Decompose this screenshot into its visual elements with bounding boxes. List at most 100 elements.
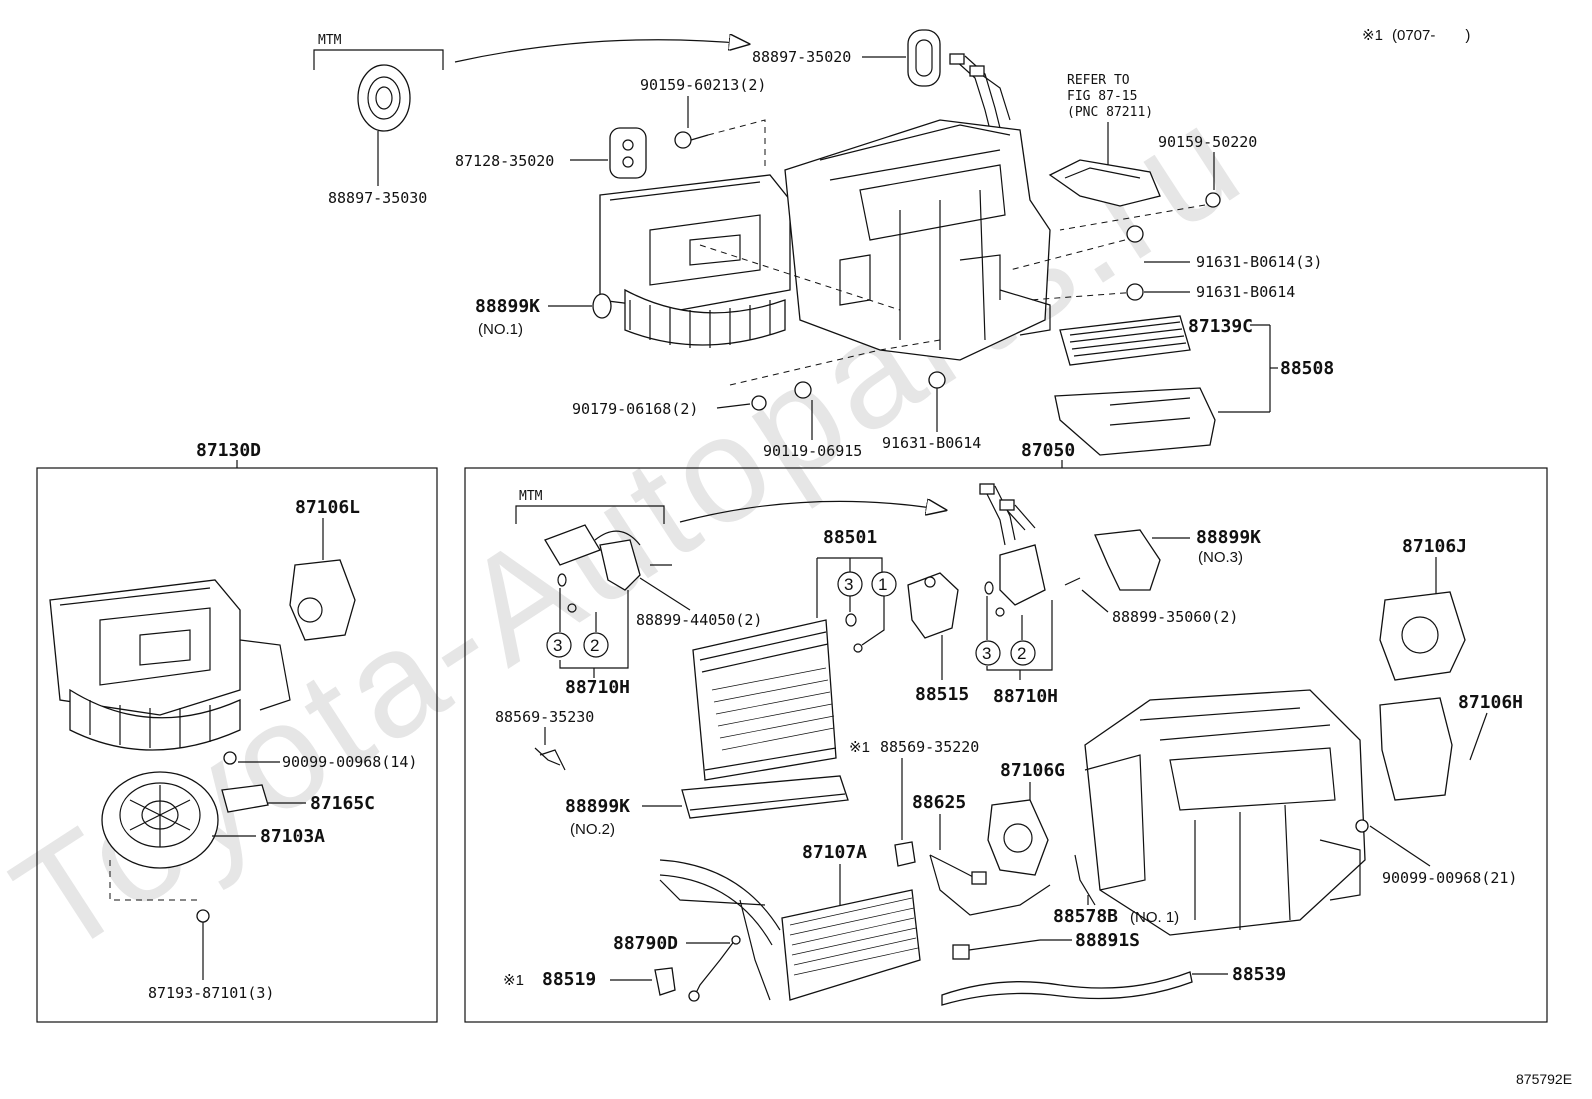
callout-88578B: 88578B xyxy=(1053,906,1118,927)
hose-88539-drawing xyxy=(941,971,1193,1006)
callout-88539: 88539 xyxy=(1232,964,1286,985)
duct-piece-drawing xyxy=(1048,159,1161,207)
callout-90099-00968-21: 90099-00968(21) xyxy=(1382,869,1517,887)
mtm-label-top: MTM xyxy=(318,33,342,48)
callout-87165C: 87165C xyxy=(310,793,375,814)
blower-case-drawing xyxy=(49,579,291,751)
callout-88625: 88625 xyxy=(912,792,966,813)
callout-88897-35020: 88897-35020 xyxy=(752,48,851,66)
callout-90159-50220: 90159-50220 xyxy=(1158,133,1257,151)
refer-line-3: (PNC 87211) xyxy=(1067,105,1153,120)
callout-88519: 88519 xyxy=(542,969,596,990)
circle-2-c: 2 xyxy=(1017,644,1026,663)
actuator-87106J-drawing xyxy=(1379,591,1466,681)
clip-88519 xyxy=(654,967,676,996)
callout-87106H: 87106H xyxy=(1458,692,1523,713)
callout-87128-35020: 87128-35020 xyxy=(455,152,554,170)
group-box-87130D xyxy=(36,467,438,1023)
refer-line-2: FIG 87-15 xyxy=(1067,89,1137,104)
callout-88790D: 88790D xyxy=(613,933,678,954)
clip-88569-35230 xyxy=(534,747,566,771)
callout-87193-87101: 87193-87101(3) xyxy=(148,984,274,1002)
callout-87107A: 87107A xyxy=(802,842,867,863)
pipe-drawing-top xyxy=(949,53,1011,131)
clip-88569-35220 xyxy=(894,841,916,867)
bolt-91631-B0614-a xyxy=(1126,283,1144,301)
actuator-87106L-drawing xyxy=(289,559,356,641)
filter-87139C-drawing xyxy=(1059,315,1191,366)
grommet-88897-35020-drawing xyxy=(907,29,941,87)
evaporator-drawing xyxy=(692,619,837,781)
footnote-mark-header: ※1 xyxy=(1362,27,1383,44)
hvac-unit-box-drawing xyxy=(1084,689,1366,936)
valve-88515-drawing xyxy=(907,572,959,639)
refer-line-1: REFER TO xyxy=(1067,73,1130,88)
callout-88899-44050: 88899-44050(2) xyxy=(636,611,762,629)
hvac-unit-top-drawing xyxy=(599,119,1051,361)
callout-90119-06915: 90119-06915 xyxy=(763,442,862,460)
arrow-top xyxy=(454,40,748,63)
seal-88897-35030-drawing xyxy=(357,64,411,132)
callout-88899K-no2-sub: (NO.2) xyxy=(570,821,615,838)
mtm-bracket-top xyxy=(313,49,444,70)
callout-88501: 88501 xyxy=(823,527,877,548)
callout-88897-35030: 88897-35030 xyxy=(328,189,427,207)
callout-87106G: 87106G xyxy=(1000,760,1065,781)
group-label-87130D: 87130D xyxy=(196,440,261,461)
callout-88899K-no2: 88899K xyxy=(565,796,630,817)
screw-87193-87101 xyxy=(196,909,210,935)
circle-3-b: 3 xyxy=(844,575,853,594)
callout-87106J: 87106J xyxy=(1402,536,1467,557)
circle-3-c: 3 xyxy=(982,644,991,663)
callout-88569-35220: 88569-35220 xyxy=(880,738,979,756)
circle-3-a: 3 xyxy=(553,636,562,655)
bolt-91631-B0614-b xyxy=(928,371,946,389)
screw-90099-00968-21 xyxy=(1355,819,1369,833)
figure-id: 875792E xyxy=(1516,1071,1572,1087)
sensor-88790D xyxy=(688,935,741,1002)
callout-88515: 88515 xyxy=(915,684,969,705)
bolt-90159-60213 xyxy=(674,131,709,149)
callout-88891S: 88891S xyxy=(1075,930,1140,951)
sensor-88891S xyxy=(952,939,1041,960)
callout-87103A: 87103A xyxy=(260,826,325,847)
clip-88899K-no1 xyxy=(592,293,612,319)
mtm-bracket-box xyxy=(515,505,665,524)
seal-88899K-no2-drawing xyxy=(681,775,849,819)
valve-mtm-drawing xyxy=(544,524,641,591)
gasket-87128-35020 xyxy=(609,127,647,179)
nut-90179-06168 xyxy=(751,395,767,411)
callout-88899K-no1: 88899K xyxy=(475,296,540,317)
group-label-87050: 87050 xyxy=(1021,440,1075,461)
callout-88710H-a: 88710H xyxy=(565,677,630,698)
callout-90099-00968-14: 90099-00968(14) xyxy=(282,753,417,771)
filter-case-88508-drawing xyxy=(1054,387,1216,456)
valve-mtm2-drawing xyxy=(979,483,1046,606)
resistor-87165C-drawing xyxy=(221,784,269,813)
footnote-mark-88569: ※1 xyxy=(849,739,870,756)
callout-88899K-no3: 88899K xyxy=(1196,527,1261,548)
seal-88578B xyxy=(1074,854,1096,906)
actuator-87106G-drawing xyxy=(987,799,1049,876)
mtm-label-box: MTM xyxy=(519,489,543,504)
screw-90099-00968-14 xyxy=(223,751,237,765)
callout-91631-B0614-3: 91631-B0614(3) xyxy=(1196,253,1322,271)
footnote-mark-88519: ※1 xyxy=(503,972,524,989)
thermistor-88625 xyxy=(929,854,1051,916)
callout-88569-35230: 88569-35230 xyxy=(495,708,594,726)
callout-88899K-no1-sub: (NO.1) xyxy=(478,321,523,338)
callout-91631-B0614-a: 91631-B0614 xyxy=(1196,283,1295,301)
date-range: (0707- ) xyxy=(1392,27,1470,44)
callout-88899K-no3-sub: (NO.3) xyxy=(1198,549,1243,566)
callout-91631-B0614-b: 91631-B0614 xyxy=(882,434,981,452)
callout-88899-35060: 88899-35060(2) xyxy=(1112,608,1238,626)
screw-90159-50220 xyxy=(1205,192,1221,208)
blower-motor-87103A-drawing xyxy=(101,771,219,869)
bolt-90119-06915 xyxy=(794,381,812,399)
callout-87139C: 87139C xyxy=(1188,316,1253,337)
circle-1-b: 1 xyxy=(878,575,887,594)
actuator-87106H-drawing xyxy=(1379,697,1453,801)
circle-2-a: 2 xyxy=(590,636,599,655)
